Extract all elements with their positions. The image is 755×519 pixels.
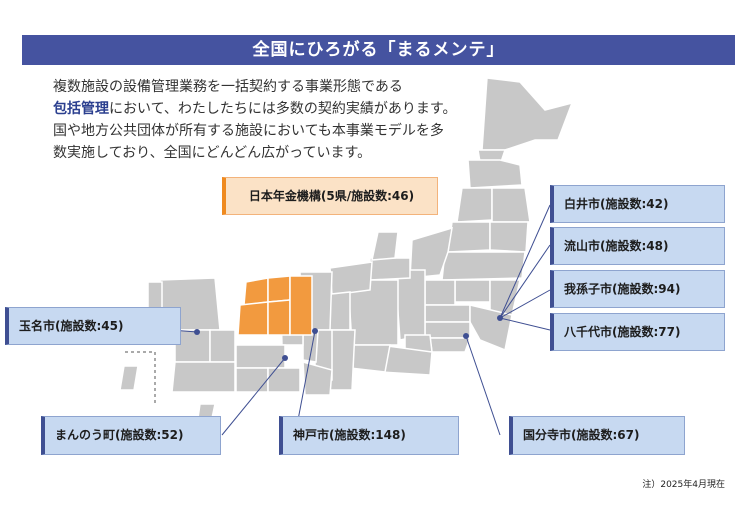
region-shikoku-3 [267,367,301,393]
region-toyama [369,257,411,281]
region-kanagawa [429,337,472,353]
description-line-2: 包括管理において、わたしたちには多数の契約実績があります。 [53,98,493,120]
region-hokkaido [481,77,574,151]
region-hiroshima [267,299,291,336]
region-yamaguchi [237,301,269,336]
marker-chiba-cluster [497,315,503,321]
region-fukui [329,261,373,296]
region-yamagata [447,221,491,253]
leader-yachiyo [499,317,551,331]
region-shikoku-1 [235,344,286,369]
highlight-term: 包括管理 [53,101,109,117]
marker-kobe [312,328,318,334]
marker-tamana [194,329,200,335]
inset-border [125,351,156,405]
leader-shiroi [499,204,551,319]
region-shikoku-2 [235,367,269,393]
region-aichi [349,344,391,373]
region-kyushu-4 [171,361,236,393]
region-okayama [289,275,313,336]
region-gunma [424,279,456,306]
region-saitama [424,304,471,323]
callout-kobe: 神戸市(施設数:148) [279,416,459,455]
callout-shiroi: 白井市(施設数:42) [550,185,725,223]
region-miyagi [489,221,529,253]
island-1 [119,365,139,391]
region-shimane [243,277,269,306]
region-iwate [491,187,531,223]
callout-manno: まんのう町(施設数:52) [41,416,221,455]
footnote: 注）2025年4月現在 [642,480,725,490]
marker-manno [282,355,288,361]
description-line-1: 複数施設の設備管理業務を一括契約する事業形態である [53,79,403,95]
description-line-2-rest: において、わたしたちには多数の契約実績があります。 [109,101,457,117]
description-line-4: 数実施しており、全国にどんどん広がっています。 [53,145,372,161]
region-aomori [467,159,523,189]
leader-kobe [297,330,316,421]
callout-nagareyama: 流山市(施設数:48) [550,227,725,265]
leader-abiko [499,289,551,319]
region-nagano [394,269,426,341]
leader-manno [221,357,286,436]
region-wakayama [302,360,333,396]
callout-kokubunji: 国分寺市(施設数:67) [509,416,685,455]
callout-abiko: 我孫子市(施設数:94) [550,270,725,308]
callout-yachiyo: 八千代市(施設数:77) [550,313,725,351]
region-mie [329,329,356,391]
region-chugoku-highlight [237,275,313,336]
leader-nagareyama [499,244,551,319]
region-fukushima [441,251,526,281]
leader-kokubunji [465,335,501,436]
description-line-3: 国や地方公共団体が所有する施設においても本事業モデルを多 [53,123,444,139]
region-kyushu-3 [209,329,236,363]
marker-kokubunji [463,333,469,339]
region-ishikawa [371,231,399,261]
callout-tamana: 玉名市(施設数:45) [5,307,181,345]
description: 複数施設の設備管理業務を一括契約する事業形態である 包括管理において、わたしたち… [53,76,493,164]
region-tochigi [454,279,491,303]
page-title: 全国にひろがる「まるメンテ」 [22,35,735,65]
callout-jpa: 日本年金機構(5県/施設数:46) [222,177,438,215]
region-akita [456,187,493,223]
region-tottori [267,275,291,303]
